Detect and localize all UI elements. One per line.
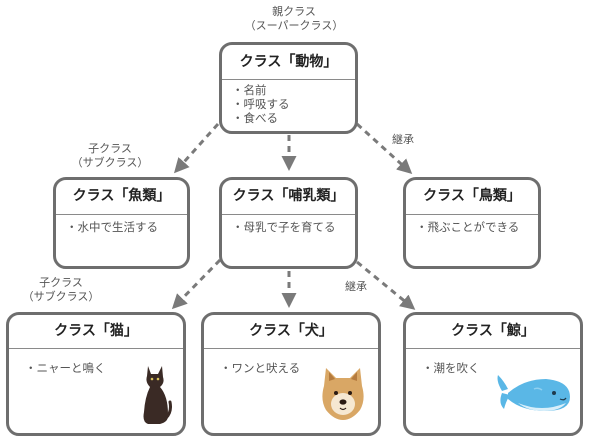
class-title: クラス「動物」 [222, 45, 355, 80]
parent-class-label: 親クラス （スーパークラス） [244, 5, 344, 32]
class-animal: クラス「動物」 名前 呼吸する 食べる [219, 42, 358, 134]
class-cat: クラス「猫」 ニャーと鳴く [6, 312, 186, 436]
class-attribute: 潮を吹く [422, 361, 580, 375]
class-attribute: ニャーと鳴く [25, 361, 183, 375]
class-title: クラス「猫」 [9, 315, 183, 349]
class-fish: クラス「魚類」 水中で生活する [53, 177, 190, 269]
class-dog: クラス「犬」 ワンと吠える [201, 312, 381, 436]
class-attribute: 名前 [232, 83, 355, 97]
class-attribute: 母乳で子を育てる [232, 220, 355, 234]
inherit-label-top: 継承 [392, 133, 414, 146]
dog-icon [322, 368, 364, 420]
class-whale: クラス「鯨」 潮を吹く [403, 312, 583, 436]
class-title: クラス「鳥類」 [406, 180, 538, 215]
arrow-animal-to-fish [174, 123, 220, 174]
class-mammal: クラス「哺乳類」 母乳で子を育てる [219, 177, 358, 269]
class-attribute: 呼吸する [232, 97, 355, 111]
whale-icon [497, 375, 570, 411]
class-title: クラス「犬」 [204, 315, 378, 349]
class-attribute: 飛ぶことができる [416, 220, 538, 234]
cat-icon [143, 366, 172, 424]
class-attribute: 食べる [232, 111, 355, 125]
arrow-mammal-to-whale [356, 260, 416, 310]
inherit-label-bottom: 継承 [345, 280, 367, 293]
class-attribute: 水中で生活する [66, 220, 187, 234]
class-title: クラス「鯨」 [406, 315, 580, 349]
child-class-label-bottom: 子クラス （サブクラス） [22, 276, 100, 303]
child-class-label-top: 子クラス （サブクラス） [71, 142, 149, 169]
arrow-animal-to-bird [355, 122, 413, 175]
class-bird: クラス「鳥類」 飛ぶことができる [403, 177, 541, 269]
class-attribute: ワンと吠える [220, 361, 378, 375]
class-title: クラス「哺乳類」 [222, 180, 355, 215]
class-title: クラス「魚類」 [56, 180, 187, 215]
